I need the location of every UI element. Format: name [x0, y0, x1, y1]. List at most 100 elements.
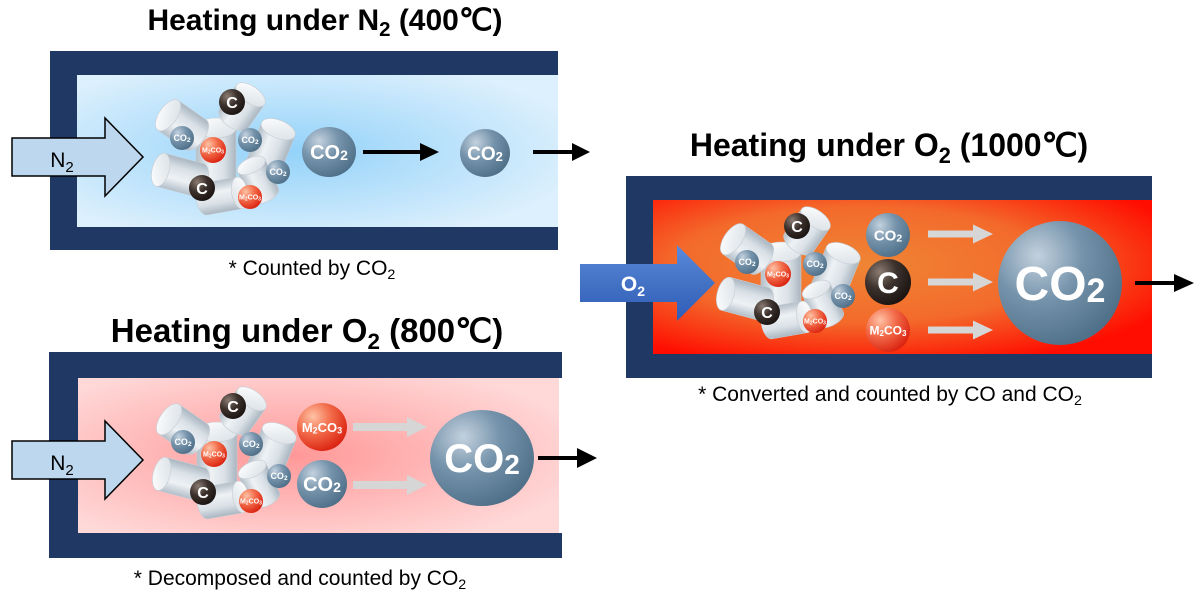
formula-text: CO [173, 133, 187, 143]
formula-subscript: 3 [786, 274, 789, 280]
co2-label: CO2 [834, 291, 852, 302]
cylinder-end [236, 386, 267, 411]
co2-label: CO2 [874, 228, 903, 245]
co2-molecule: CO2 [297, 460, 347, 508]
particle-cluster: CO2 CO2 CO2 M2CO3 M2CO3 C C [151, 82, 296, 216]
co2-molecule: CO2 [803, 252, 827, 276]
panel-title-o2-1000: Heating under O2 (1000℃) [689, 127, 1088, 166]
co2-molecule: CO2 [239, 432, 263, 456]
carbonate-ball [239, 489, 263, 513]
formula-text: CO [806, 259, 820, 269]
formula-subscript: 2 [187, 137, 191, 144]
caption-text: * Decomposed and counted by CO [133, 567, 459, 590]
formula-subscript: 2 [340, 147, 348, 163]
flow-arrow [928, 224, 993, 244]
title-text: Heating under O [110, 312, 368, 349]
formula-subscript: 2 [896, 233, 902, 245]
carbonate-molecule: M2CO3 [765, 261, 791, 287]
formula-subscript: 2 [752, 261, 756, 268]
inlet-gas-label: O2 [621, 273, 645, 299]
co2-ball [238, 128, 262, 152]
cylinder-end [720, 223, 747, 256]
co2-label: CO2 [173, 133, 191, 144]
carbonate-molecule: M2CO3 [200, 137, 226, 163]
cylinder-end [260, 118, 296, 141]
carbon-molecule: C [754, 299, 780, 325]
carbon-ball [219, 89, 245, 115]
formula-text: CO [813, 319, 824, 326]
co2-ball [267, 464, 291, 488]
cylinder-end [825, 242, 861, 265]
carbon-label: C [226, 95, 238, 112]
formula-text: CO [310, 142, 340, 164]
gas-text: N [50, 452, 65, 475]
carbonate-ball [866, 308, 910, 352]
co2-molecule: CO2 [238, 128, 262, 152]
co2-label: CO2 [270, 471, 288, 482]
cylinder-end [261, 422, 297, 445]
panel-title-n2-400: Heating under N2 (400℃) [147, 4, 502, 41]
inlet-gas-arrow: N2 [11, 419, 145, 501]
title-text: Heating under O [689, 127, 939, 163]
carbonate-label: M2CO3 [804, 319, 826, 327]
cylinder-end [716, 276, 736, 311]
caption-subscript: 2 [458, 577, 467, 593]
co2-molecule: CO2 [266, 160, 290, 184]
formula-text: CO [269, 167, 283, 177]
carbon-molecule: C [784, 213, 810, 239]
gas-subscript: 2 [65, 159, 73, 176]
formula-subscript: 2 [188, 441, 192, 448]
co2-label: CO2 [303, 474, 341, 496]
formula-text: CO [467, 144, 496, 165]
inlet-arrow-shape [11, 419, 145, 501]
panel-caption-o2-1000: * Converted and counted by CO and CO2 [698, 383, 1082, 408]
outlet-arrow [1135, 274, 1194, 292]
carbonate-ball [201, 441, 227, 467]
cylinder-end [151, 152, 171, 187]
title-subscript: 2 [379, 19, 391, 42]
title-subscript: 2 [938, 142, 951, 168]
chamber-wall-bottom [50, 227, 558, 250]
caption-text: * Counted by CO [228, 257, 388, 280]
gas-subscript: 2 [637, 283, 645, 299]
co2-label: CO2 [467, 144, 503, 165]
caption-subscript: 2 [1073, 393, 1082, 410]
formula-subscript: 2 [246, 501, 249, 507]
chamber-wall-bottom [49, 533, 562, 558]
flow-arrow [363, 143, 439, 161]
co2-ball-large [998, 221, 1122, 345]
cylinder-end [156, 403, 183, 436]
formula-text: CO [241, 135, 255, 145]
chamber-wall-bottom [626, 354, 1152, 378]
outlet-arrow [533, 143, 590, 161]
carbonate-label: M2CO3 [767, 272, 789, 280]
gas-subscript: 2 [65, 462, 73, 479]
formula-text: CO [270, 471, 284, 481]
carbonate-label: M2CO3 [202, 148, 224, 156]
carbon-molecule: C [219, 89, 245, 115]
formula-subscript: 3 [258, 197, 261, 203]
formula-text: CO [211, 148, 222, 155]
co2-product: CO2 [430, 410, 534, 506]
co2-molecule: CO2 [171, 430, 195, 454]
formula-text: CO [834, 291, 848, 301]
flow-arrow [353, 475, 427, 495]
carbon-label: C [877, 267, 899, 300]
formula-text: CO [212, 452, 223, 459]
formula-subscript: 2 [1087, 272, 1106, 310]
formula-subscript: 2 [313, 426, 318, 436]
carbonate-molecule: M2CO3 [239, 489, 263, 513]
gas-text: O [621, 273, 637, 296]
title-text: Heating under N [147, 4, 380, 37]
carbon-molecule: C [189, 175, 215, 201]
formula-subscript: 3 [337, 426, 342, 436]
formula-text: CO [249, 499, 260, 506]
formula-subscript: 2 [880, 329, 885, 338]
formula-text: M [203, 452, 209, 459]
carbon-ball [784, 213, 810, 239]
co2-ball [803, 252, 827, 276]
co2-molecule: CO2 [267, 464, 291, 488]
caption-text: * Converted and counted by CO and CO [698, 383, 1074, 406]
particle-cluster: CO2 CO2 CO2 M2CO3 M2CO3 C C [152, 386, 297, 520]
outlet-arrow [538, 448, 597, 468]
